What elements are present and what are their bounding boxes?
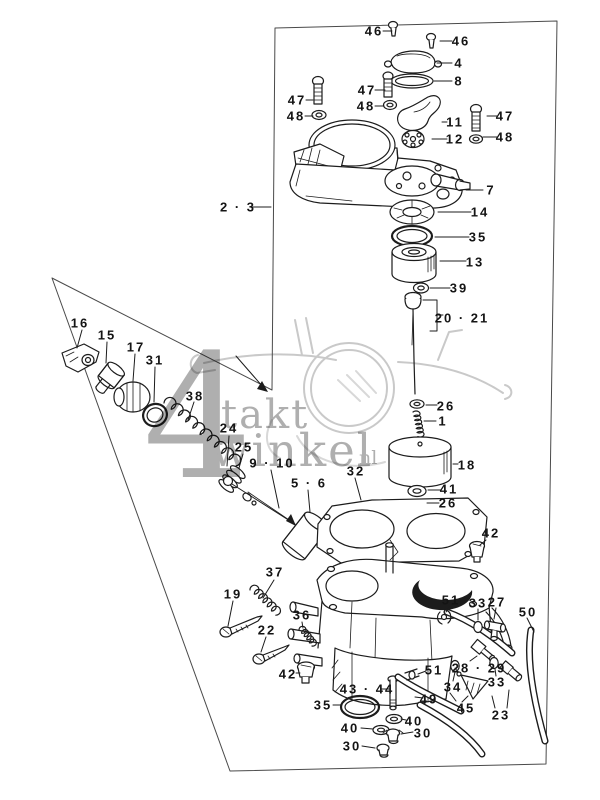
part-label-8: 8: [454, 73, 464, 89]
part-label-39: 39: [449, 280, 469, 296]
part-label-33: 33: [487, 674, 507, 690]
part-label-37: 37: [265, 564, 285, 580]
fuel-filter-parts: [389, 199, 437, 294]
part-label-46: 46: [451, 33, 471, 49]
part-label-27: 27: [487, 594, 507, 610]
part-label-40: 40: [404, 713, 424, 729]
part-label-40: 40: [340, 720, 360, 736]
part-label-19: 19: [223, 586, 243, 602]
motorcycle-silhouette: [189, 317, 513, 467]
part-label-48: 48: [495, 129, 515, 145]
part-label-51: 51: [441, 592, 461, 608]
top-gasket-32: [316, 497, 488, 564]
part-label-42: 42: [278, 666, 298, 682]
part-label-14: 14: [470, 204, 490, 220]
part-label-47: 47: [357, 82, 377, 98]
part-label-42: 42: [481, 525, 501, 541]
part-label-41: 41: [439, 481, 459, 497]
part-label-35: 35: [313, 697, 333, 713]
part-label-35: 35: [468, 229, 488, 245]
part-label-13: 13: [465, 254, 485, 270]
part-label-38: 38: [185, 388, 205, 404]
part-label-50: 50: [518, 604, 538, 620]
part-label-12: 12: [445, 131, 465, 147]
adjust-screw-parts: [219, 540, 486, 684]
part-label-47: 47: [287, 92, 307, 108]
part-label-23: 23: [491, 707, 511, 723]
throttle-cable-parts: [61, 343, 329, 561]
leader-lines: [76, 30, 535, 749]
part-label-31: 31: [145, 352, 165, 368]
part-label-15: 15: [97, 327, 117, 343]
fuel-line-parts: [394, 608, 549, 758]
air-cleaner-mesh: [313, 123, 391, 167]
part-label-43-44: 43 · 44: [339, 681, 395, 697]
part-label-45: 45: [456, 700, 476, 716]
fuel-joint-7: [430, 173, 471, 200]
carburetor-top-assembly: [289, 119, 471, 209]
jet-needle-parts: [388, 291, 452, 509]
part-label-24: 24: [219, 420, 239, 436]
part-label-32: 32: [346, 463, 366, 479]
boundary-outline: [51, 20, 558, 772]
part-label-33: 33: [468, 595, 488, 611]
part-label-16: 16: [70, 315, 90, 331]
part-label-46: 46: [364, 23, 384, 39]
part-label-30: 30: [342, 738, 362, 754]
part-label-26: 26: [438, 495, 458, 511]
part-label-17: 17: [126, 339, 146, 355]
part-label-30: 30: [413, 725, 433, 741]
part-label-7: 7: [486, 182, 496, 198]
carburetor-body-lower: [287, 542, 513, 707]
part-label-47: 47: [495, 108, 515, 124]
air-cleaner-parts: [311, 20, 484, 149]
part-label-48: 48: [286, 108, 306, 124]
part-label-48: 48: [356, 98, 376, 114]
part-label-28-29: 28 · 29: [451, 660, 507, 676]
part-label-49: 49: [419, 691, 439, 707]
part-label-22: 22: [257, 622, 277, 638]
part-label-51: 51: [424, 662, 444, 678]
part-label-9-10: 9 · 10: [249, 455, 295, 471]
part-label-25: 25: [234, 439, 254, 455]
part-label-5-6: 5 · 6: [290, 475, 328, 491]
part-label-26: 26: [436, 398, 456, 414]
part-label-36: 36: [292, 607, 312, 623]
mount-arrow: [257, 381, 268, 392]
part-label-1: 1: [438, 413, 448, 429]
part-label-20-21: 20 · 21: [434, 310, 490, 326]
part-label-11: 11: [446, 114, 464, 130]
part-label-2-3: 2 · 3: [219, 199, 257, 215]
part-label-18: 18: [457, 457, 477, 473]
float-bowl-parts: [339, 675, 404, 758]
return-spring-38: [163, 396, 242, 467]
part-label-34: 34: [443, 679, 463, 695]
part-label-4: 4: [454, 55, 464, 71]
